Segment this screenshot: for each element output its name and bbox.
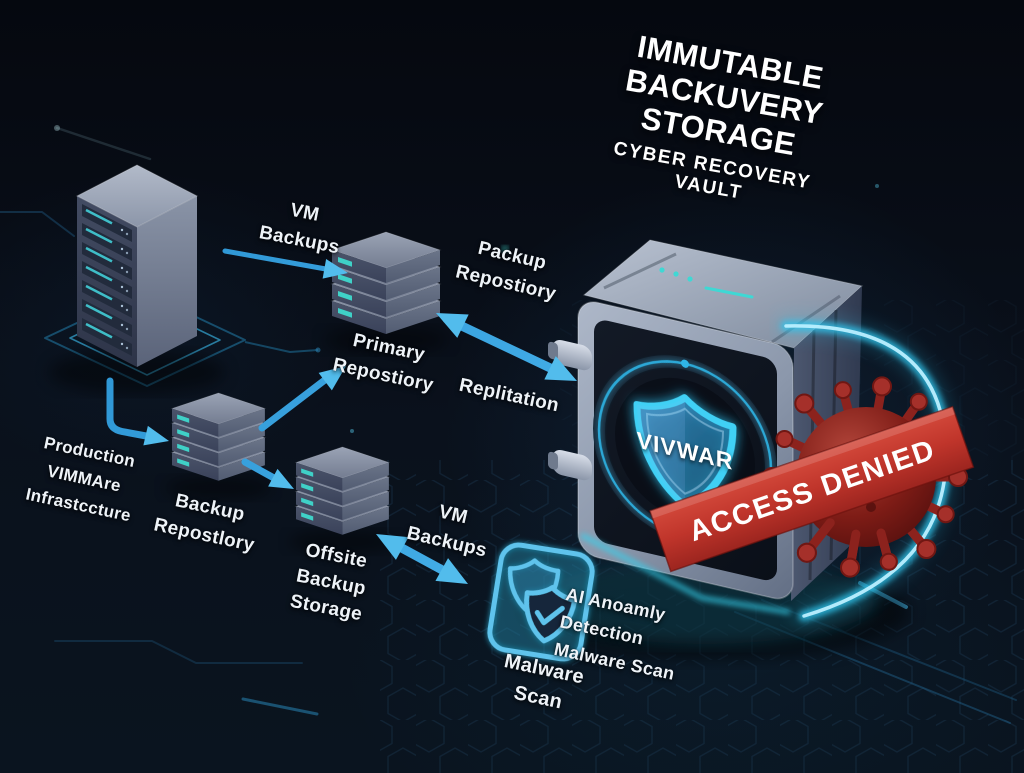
- offsite-storage-stack: [289, 446, 396, 554]
- server-tower-icon: [49, 164, 225, 394]
- server-slats: [82, 204, 132, 356]
- flow-arrows: [106, 248, 577, 584]
- virus-front-spikes: [796, 518, 898, 578]
- vault-hinges: [548, 340, 592, 481]
- vault-top-leds: [659, 267, 754, 299]
- malware-scan-shield-icon: [487, 542, 595, 662]
- primary-repository-stack: [324, 231, 448, 354]
- backup-repository-stack: [165, 392, 272, 500]
